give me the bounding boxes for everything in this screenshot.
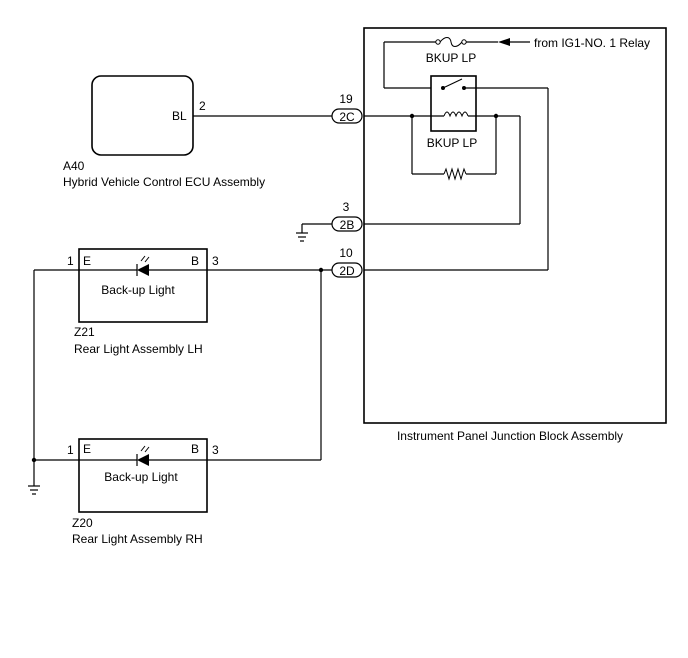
lamp-lh-box: [78, 248, 208, 323]
lamp-lh-code: Z21: [74, 325, 95, 339]
ecu-terminal-label: BL: [172, 109, 187, 123]
fuse-label: BKUP LP: [426, 51, 476, 65]
connector-id: 2C: [339, 110, 355, 124]
lamp-rh-pin-b: 3: [212, 443, 219, 457]
connector-pin: 19: [339, 92, 353, 106]
led-ray-icon: [140, 255, 146, 262]
lamp-lh-label-b: B: [191, 254, 199, 268]
junction-block-box: [363, 27, 667, 424]
resistor-icon: [443, 167, 467, 181]
lamp-lh-pin-e: 1: [67, 254, 74, 268]
fuse-terminal: [435, 39, 441, 45]
lamp-lh-assembly: Rear Light Assembly LH: [74, 342, 203, 356]
relay-box: [430, 75, 477, 132]
fuse-icon: [439, 37, 463, 47]
lamp-lh-pin-b: 3: [212, 254, 219, 268]
lamp-rh-label-e: E: [83, 442, 91, 456]
led-icon: [137, 264, 149, 276]
fuse-terminal: [461, 39, 467, 45]
lamp-rh-code: Z20: [72, 516, 93, 530]
lamp-rh-label-b: B: [191, 442, 199, 456]
led-ray-icon: [144, 256, 150, 263]
ecu-name: Hybrid Vehicle Control ECU Assembly: [63, 175, 265, 189]
led-icon: [137, 454, 149, 466]
relay-coil-icon: [443, 111, 469, 118]
relay-switch-icon: [442, 78, 463, 89]
lamp-rh-name: Back-up Light: [104, 470, 178, 484]
ecu-code: A40: [63, 159, 85, 173]
junction-block-name: Instrument Panel Junction Block Assembly: [397, 429, 623, 443]
lamp-rh-box: [78, 438, 208, 513]
source-arrow-icon: [498, 38, 510, 46]
connector-pin: 10: [339, 246, 353, 260]
led-ray-icon: [140, 445, 146, 452]
lamp-rh-pin-e: 1: [67, 443, 74, 457]
relay-label: BKUP LP: [427, 136, 477, 150]
connector-pin: 3: [343, 200, 350, 214]
lamp-lh-label-e: E: [83, 254, 91, 268]
source-label: from IG1-NO. 1 Relay: [534, 36, 650, 50]
lamp-lh-name: Back-up Light: [101, 283, 175, 297]
connector-id: 2D: [339, 264, 355, 278]
ecu-pin: 2: [199, 99, 206, 113]
connector-id: 2B: [340, 218, 355, 232]
lamp-rh-assembly: Rear Light Assembly RH: [72, 532, 203, 546]
led-ray-icon: [144, 446, 150, 453]
